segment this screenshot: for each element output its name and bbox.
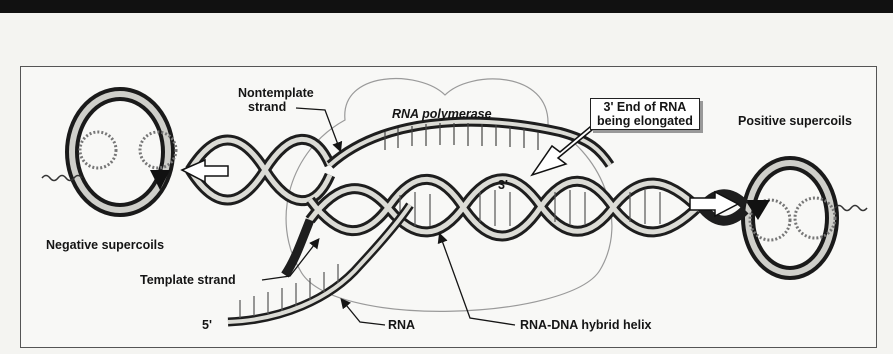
- label-nontemplate-1: Nontemplate: [238, 86, 314, 100]
- label-three-prime: 3': [498, 178, 508, 192]
- label-rna-polymerase: RNA polymerase: [392, 107, 492, 121]
- rna-strand: [228, 205, 410, 322]
- label-three-prime-end-2: being elongated: [597, 114, 693, 128]
- label-five-prime: 5': [202, 318, 212, 332]
- label-positive-supercoils: Positive supercoils: [738, 114, 852, 128]
- label-template-strand: Template strand: [140, 273, 236, 287]
- nontemplate-strand: [330, 122, 610, 165]
- dna-right-end: [835, 206, 867, 211]
- label-negative-supercoils: Negative supercoils: [46, 238, 164, 252]
- label-three-prime-end-box: 3' End of RNA being elongated: [590, 98, 700, 130]
- positive-supercoil-loop: [745, 163, 835, 273]
- label-three-prime-end-1: 3' End of RNA: [597, 100, 693, 114]
- negative-supercoil-loop: [72, 94, 176, 210]
- label-nontemplate-2: strand: [248, 100, 286, 114]
- label-rna-dna-hybrid: RNA-DNA hybrid helix: [520, 318, 652, 332]
- label-rna: RNA: [388, 318, 415, 332]
